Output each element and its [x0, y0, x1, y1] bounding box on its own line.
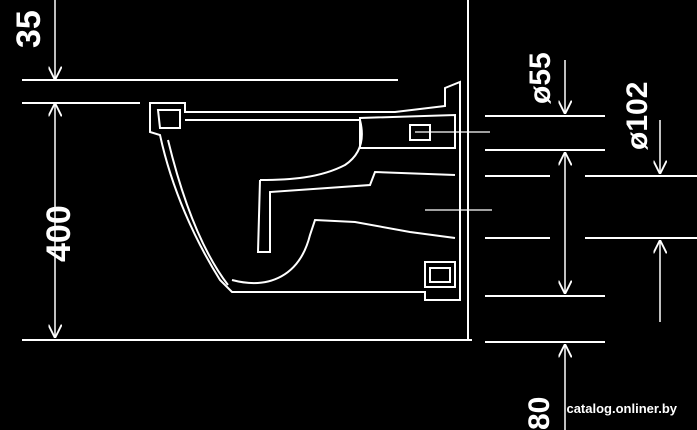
- toilet-outlet-curve: [231, 218, 456, 284]
- toilet-bowl-outline: [149, 80, 461, 301]
- dimension-label-400: 400: [40, 205, 78, 262]
- toilet-seat-underside: [185, 119, 363, 181]
- dimension-label-55: ø55: [524, 52, 557, 104]
- toilet-trap: [256, 170, 456, 253]
- toilet-waterline: [167, 139, 229, 286]
- watermark-text: catalog.onliner.by: [566, 401, 677, 416]
- inlet-connector: [359, 113, 456, 149]
- dimension-label-80: 80: [523, 397, 556, 430]
- toilet-inner-outline: [156, 109, 181, 129]
- dimension-label-35: 35: [10, 10, 48, 48]
- inlet-connector-inner: [409, 124, 431, 141]
- dimension-label-102: ø102: [621, 82, 654, 150]
- outlet-connector-box: [424, 261, 456, 288]
- outlet-connector-inner: [429, 267, 451, 283]
